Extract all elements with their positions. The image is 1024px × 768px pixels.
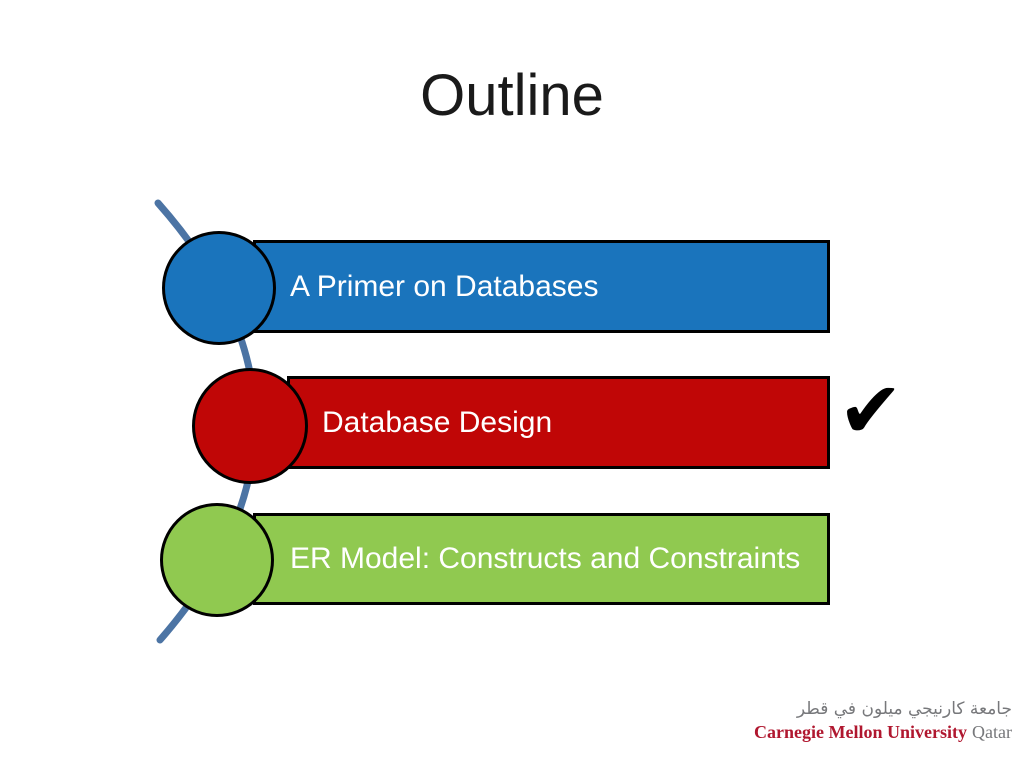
outline-bar-er-model: ER Model: Constructs and Constraints [253, 513, 830, 605]
slide-title: Outline [420, 63, 604, 128]
outline-bar-label: ER Model: Constructs and Constraints [290, 542, 801, 575]
logo-campus-name: Qatar [972, 721, 1012, 742]
outline-circle-primer-on-databases [162, 231, 276, 345]
logo-arabic-text: جامعة كارنيجي ميلون في قطر [796, 699, 1012, 719]
outline-bar-primer-on-databases: A Primer on Databases [253, 240, 830, 333]
logo-university-name: Carnegie Mellon University [754, 721, 968, 742]
outline-circle-er-model [160, 503, 274, 617]
outline-bar-database-design: Database Design [287, 376, 830, 469]
checkmark-icon: ✔ [838, 366, 904, 456]
outline-circle-database-design [192, 368, 308, 484]
outline-bar-label: A Primer on Databases [290, 269, 599, 303]
outline-bar-label: Database Design [322, 405, 553, 439]
cmu-qatar-logo: جامعة كارنيجي ميلون في قطر Carnegie Mell… [754, 699, 1012, 743]
